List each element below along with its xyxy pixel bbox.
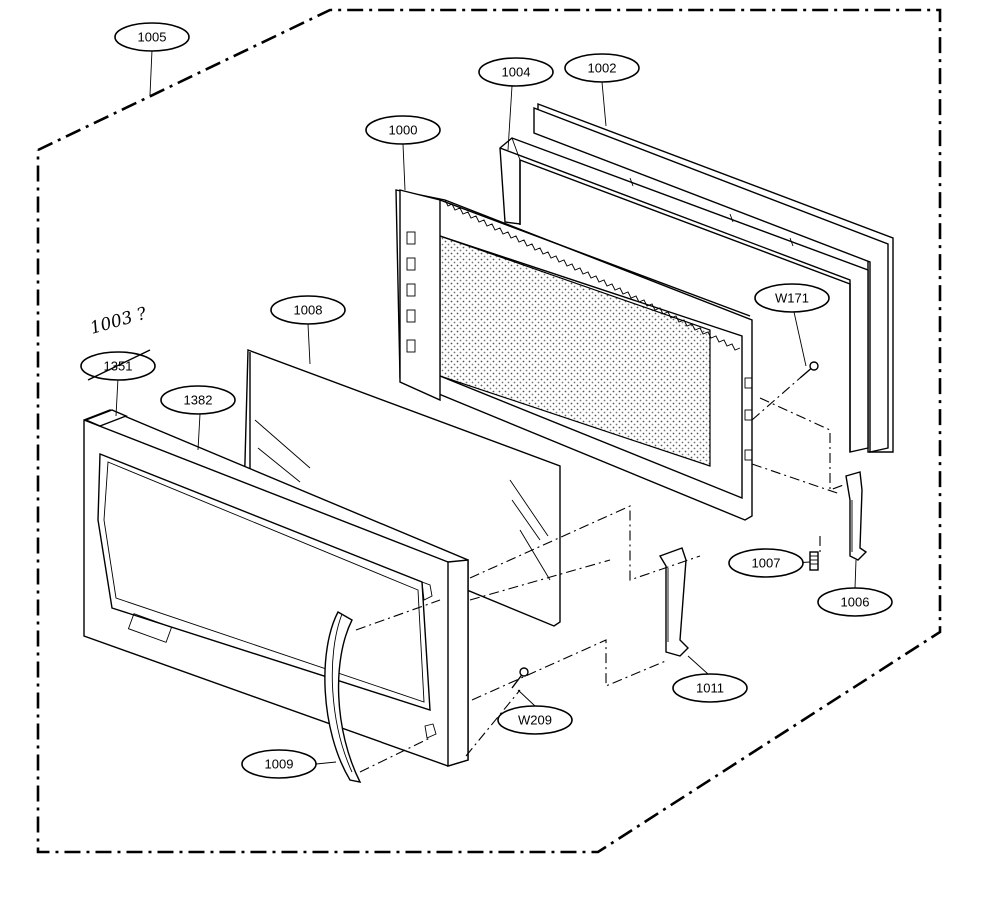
- callout-1009-label: 1009: [265, 757, 294, 772]
- callout-w171-label: W171: [775, 291, 809, 306]
- callout-1009: 1009: [241, 749, 317, 779]
- callout-1004-label: 1004: [502, 65, 531, 80]
- callout-1002-label: 1002: [588, 61, 617, 76]
- callout-1007-label: 1007: [752, 556, 781, 571]
- callout-w209: W209: [497, 705, 573, 735]
- callout-1011-label: 1011: [696, 681, 724, 696]
- part-1009-door-handle: [324, 611, 362, 783]
- part-1007-spring: [809, 551, 819, 571]
- callout-1005: 1005: [114, 22, 190, 52]
- callout-w171: W171: [754, 283, 830, 313]
- callout-1011: 1011: [672, 673, 748, 703]
- screw-w209: [511, 667, 529, 689]
- callout-1000: 1000: [365, 115, 441, 145]
- callout-1000-label: 1000: [389, 123, 418, 138]
- callout-1004: 1004: [478, 57, 554, 87]
- part-1000-inner-door-frame: [395, 189, 753, 521]
- assembly-boundary: [36, 8, 942, 854]
- screw-w171: [799, 361, 819, 379]
- part-1004-choke-frame: [499, 137, 869, 453]
- assembly-lines: [355, 377, 847, 773]
- callout-1382-label: 1382: [184, 393, 213, 408]
- part-1382-door-front-panel: [83, 409, 469, 767]
- handwritten-annotation: 1003 ?: [88, 303, 150, 338]
- part-1011-latch-lever: [658, 547, 689, 657]
- callout-1008-label: 1008: [294, 303, 323, 318]
- callout-1006-label: 1006: [841, 595, 870, 610]
- callout-w209-label: W209: [518, 713, 552, 728]
- part-1006-door-hook: [845, 471, 868, 561]
- leader-lines: [115, 49, 857, 765]
- callout-1008: 1008: [270, 295, 346, 325]
- callout-1005-label: 1005: [138, 30, 167, 45]
- callout-1002: 1002: [564, 53, 640, 83]
- callout-1382: 1382: [160, 385, 236, 415]
- callout-1351: 1351: [80, 349, 156, 381]
- callout-1007: 1007: [728, 548, 804, 578]
- callout-1006: 1006: [817, 587, 893, 617]
